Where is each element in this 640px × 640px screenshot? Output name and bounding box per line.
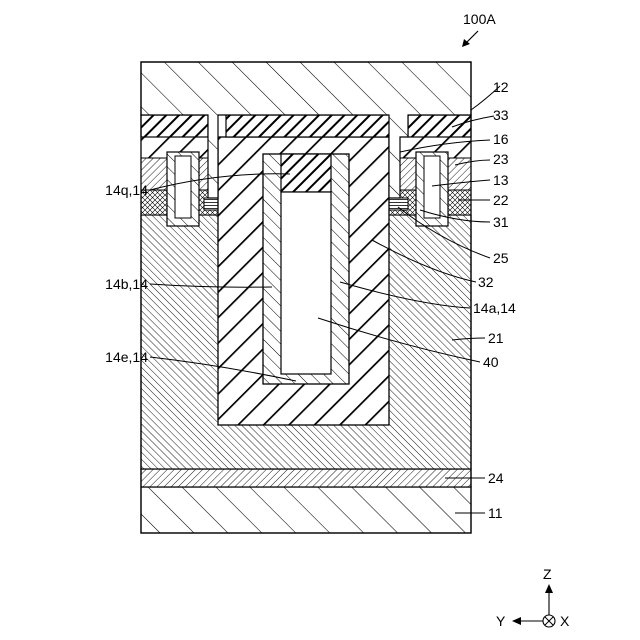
layer-11 [141, 487, 471, 533]
label-12: 12 [493, 79, 509, 95]
figure-id: 100A [463, 11, 496, 27]
label-14a: 14a,14 [473, 300, 516, 316]
label-11: 11 [488, 505, 503, 521]
interlayer-33-right [408, 115, 471, 137]
axis-indicator [512, 584, 555, 627]
label-32: 32 [478, 274, 494, 290]
figure-arrow-icon [462, 31, 478, 47]
electrode-13-left-inner [175, 156, 191, 218]
interlayer-33-center [226, 115, 390, 137]
label-13: 13 [493, 172, 509, 188]
region-40 [281, 192, 331, 374]
electrode-13-right-inner [424, 156, 440, 218]
label-16: 16 [493, 131, 509, 147]
label-22: 22 [493, 192, 509, 208]
label-14e: 14e,14 [105, 349, 148, 365]
axis-x-label: X [560, 613, 570, 629]
axis-y-label: Y [496, 613, 506, 629]
label-31: 31 [493, 214, 509, 230]
contact-31-right [388, 198, 408, 210]
gate-14q [281, 154, 331, 192]
label-14b: 14b,14 [105, 276, 148, 292]
label-24: 24 [488, 470, 504, 486]
label-25: 25 [493, 250, 509, 266]
axis-z-label: Z [543, 566, 552, 582]
interlayer-33-left [141, 115, 208, 137]
label-14q: 14q,14 [105, 182, 148, 198]
label-40: 40 [483, 354, 499, 370]
label-33: 33 [493, 107, 509, 123]
label-21: 21 [488, 330, 504, 346]
layer-24 [141, 469, 471, 487]
label-23: 23 [493, 151, 509, 167]
